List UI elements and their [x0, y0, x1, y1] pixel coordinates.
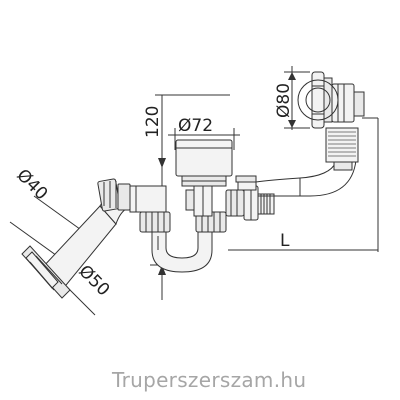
dimension-length-L: L — [228, 118, 379, 252]
angled-outlet-pipe — [21, 178, 137, 299]
overflow-head — [297, 71, 365, 129]
watermark: Truperszerszam.hu — [112, 368, 307, 392]
dimension-120-label: 120 — [143, 106, 163, 138]
dimension-dia72-label: Ø72 — [178, 116, 213, 136]
overflow-fitting — [225, 175, 275, 221]
waste-head — [175, 139, 233, 217]
dimension-dia80: Ø80 — [274, 66, 310, 130]
dimension-dia80-label: Ø80 — [274, 83, 294, 118]
dimension-dia40-label: Ø40 — [12, 165, 51, 204]
overflow-hose — [255, 147, 357, 197]
dimension-dia72: Ø72 — [168, 116, 240, 150]
horizontal-drain-tube — [129, 185, 167, 213]
dimension-length-L-label: L — [280, 231, 290, 251]
trap-body — [139, 211, 227, 273]
overflow-corrugated-pipe — [325, 127, 359, 171]
